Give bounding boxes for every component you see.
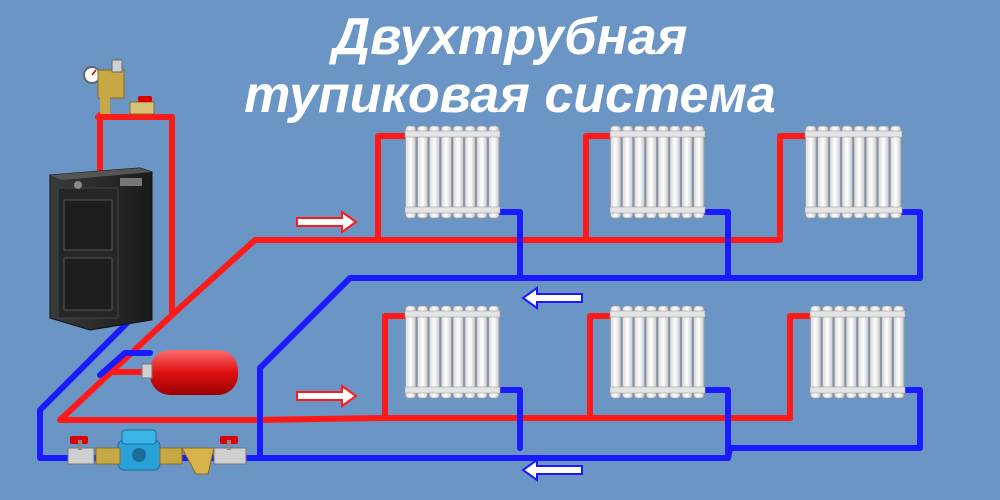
radiator-section — [440, 125, 452, 219]
radiator-header — [609, 310, 706, 318]
supply-upper-rad2 — [583, 133, 615, 243]
radiator-section — [681, 305, 693, 399]
return-lower-main — [37, 307, 731, 461]
radiator-section — [476, 125, 488, 219]
radiator-section — [416, 305, 429, 399]
radiator-section — [488, 305, 500, 399]
radiator-section — [845, 305, 857, 399]
expansion-tank — [141, 350, 238, 395]
radiator-section — [669, 125, 681, 219]
radiator-section — [853, 125, 866, 219]
radiator-section — [841, 125, 853, 219]
radiator-section — [452, 125, 464, 219]
radiator-section — [877, 125, 890, 219]
supply-upper-rad3 — [722, 133, 809, 243]
radiator-section — [865, 125, 878, 219]
radiators — [404, 125, 906, 399]
radiator-section — [693, 305, 705, 399]
supply-lower-rad1 — [382, 313, 413, 421]
radiator-section — [488, 125, 500, 219]
radiator-section — [440, 305, 452, 399]
radiator — [809, 305, 906, 399]
radiator-section — [657, 125, 669, 219]
radiator-header — [404, 310, 501, 318]
radiator-section — [405, 305, 417, 399]
return-upper-rad2 — [702, 209, 731, 281]
radiator-section — [833, 305, 846, 399]
radiator-header — [809, 310, 906, 318]
radiator-section — [645, 305, 657, 399]
return-tank-loop — [97, 350, 153, 378]
radiator-section — [817, 125, 829, 219]
radiator-section — [476, 305, 488, 399]
return-upper-rad1 — [497, 209, 523, 281]
radiator-header — [804, 130, 903, 138]
supply-pipes — [57, 112, 815, 423]
return-lower-rad3 — [725, 387, 923, 461]
radiator-header — [609, 386, 706, 394]
radiator-section — [621, 305, 634, 399]
radiator-section — [610, 305, 622, 399]
return-lower-rad2 — [702, 387, 731, 461]
radiator-section — [693, 125, 705, 219]
radiator-section — [633, 125, 646, 219]
radiator-section — [428, 305, 441, 399]
radiator — [609, 305, 706, 399]
supply-lower-rad3 — [787, 313, 815, 421]
return-arrow-upper — [521, 286, 583, 310]
boiler — [49, 167, 153, 331]
radiator-section — [405, 125, 417, 219]
radiator-header — [404, 206, 501, 214]
radiator-section — [681, 125, 693, 219]
radiator-section — [805, 125, 817, 219]
radiator-header — [404, 386, 501, 394]
supply-upper-rad1 — [375, 133, 413, 243]
radiator-section — [889, 125, 902, 219]
radiator — [609, 125, 706, 219]
radiator-header — [609, 130, 706, 138]
return-pipes — [37, 209, 923, 461]
radiator-header — [609, 206, 706, 214]
return-upper-main — [257, 275, 923, 461]
return-lower-rad1 — [497, 387, 523, 451]
radiator-section — [810, 305, 822, 399]
radiator-section — [829, 125, 841, 219]
radiator — [404, 125, 501, 219]
radiator-section — [869, 305, 881, 399]
radiator-header — [404, 130, 501, 138]
supply-arrow-lower — [296, 384, 358, 408]
radiator-section — [452, 305, 464, 399]
supply-arrow-upper — [296, 210, 358, 234]
supply-lower-rad2 — [587, 313, 615, 421]
diagram-title: Двухтрубная тупиковая система — [0, 0, 1000, 124]
radiator-section — [821, 305, 834, 399]
radiator-section — [428, 125, 441, 219]
title-line-1: Двухтрубная — [332, 8, 688, 66]
safety-group — [83, 59, 155, 115]
flow-arrows — [296, 210, 583, 482]
radiator-section — [633, 305, 646, 399]
radiator-section — [645, 125, 657, 219]
return-upper-rad3 — [899, 209, 923, 281]
radiator-section — [669, 305, 681, 399]
radiator — [804, 125, 903, 219]
radiator-section — [893, 305, 905, 399]
title-line-2: тупиковая система — [244, 66, 776, 124]
radiator-section — [881, 305, 893, 399]
radiator — [404, 305, 501, 399]
pump-group — [67, 429, 247, 475]
radiator-section — [857, 305, 869, 399]
radiator-header — [804, 206, 903, 214]
radiator-section — [464, 125, 476, 219]
radiator-section — [416, 125, 429, 219]
supply-upper-diagonal — [169, 237, 728, 318]
radiator-header — [809, 386, 906, 394]
radiator-section — [610, 125, 622, 219]
radiator-section — [621, 125, 634, 219]
radiator-section — [464, 305, 476, 399]
radiator-section — [657, 305, 669, 399]
return-arrow-lower — [521, 458, 583, 482]
